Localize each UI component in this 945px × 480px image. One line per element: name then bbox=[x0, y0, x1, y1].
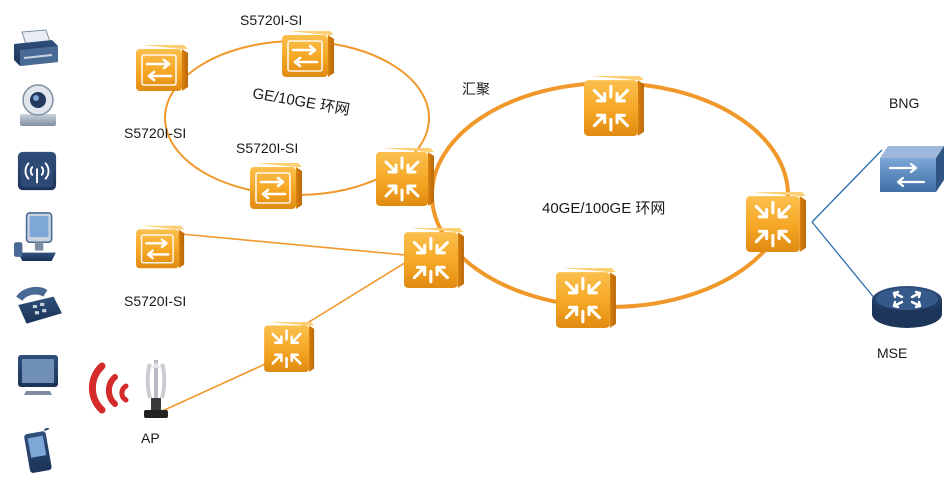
aggregation-switch-junction bbox=[404, 228, 466, 288]
access-switch-lower-left bbox=[136, 225, 186, 269]
ip-phone-icon bbox=[16, 286, 62, 324]
desktop-computer-icon bbox=[14, 212, 57, 262]
link-access-switch-to-aggregation bbox=[159, 231, 417, 257]
access-switch-top bbox=[282, 30, 336, 78]
tv-monitor-icon bbox=[18, 355, 58, 395]
wireless-access-icon bbox=[16, 150, 58, 192]
link-core-to-bng bbox=[811, 149, 883, 223]
label-switch-top: S5720I-SI bbox=[240, 12, 303, 28]
access-switch-mid bbox=[250, 162, 304, 210]
aggregation-switch-lower bbox=[264, 322, 316, 372]
core-switch-right bbox=[746, 192, 808, 252]
terminals-column bbox=[12, 28, 62, 474]
core-switch-top bbox=[584, 76, 646, 136]
link-core-to-mse bbox=[811, 221, 881, 306]
access-switch-left bbox=[136, 44, 190, 92]
pda-icon bbox=[22, 428, 54, 474]
aggregation-switch-small-ring bbox=[376, 148, 436, 206]
printer-icon bbox=[12, 28, 60, 68]
label-ring-40ge-100ge: 40GE/100GE 环网 bbox=[542, 200, 666, 217]
link-aggregation-to-lower-switch bbox=[295, 255, 417, 331]
label-switch-mid: S5720I-SI bbox=[236, 140, 299, 156]
ip-camera-icon bbox=[19, 84, 57, 127]
wifi-signal-icon bbox=[88, 362, 129, 414]
label-ap: AP bbox=[141, 430, 160, 446]
mse-router-icon bbox=[872, 284, 942, 330]
label-mse: MSE bbox=[877, 345, 908, 361]
label-switch-left: S5720I-SI bbox=[124, 125, 187, 141]
label-switch-lower: S5720I-SI bbox=[124, 293, 187, 309]
label-bng: BNG bbox=[889, 95, 920, 111]
label-aggregation: 汇聚 bbox=[462, 81, 490, 97]
bng-icon bbox=[878, 146, 944, 192]
core-switch-bottom bbox=[556, 268, 618, 328]
